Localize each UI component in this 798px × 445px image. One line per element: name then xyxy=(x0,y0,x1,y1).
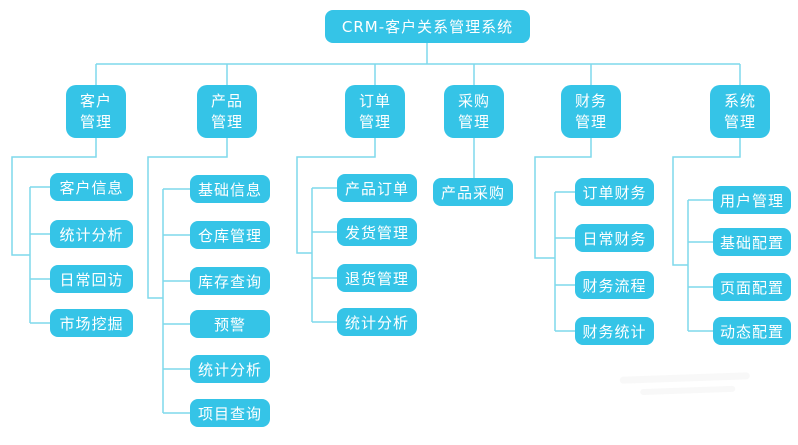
node-page-config: 页面配置 xyxy=(713,273,791,301)
node-basic-info: 基础信息 xyxy=(190,175,270,203)
node-finance-stats: 财务统计 xyxy=(575,317,654,345)
node-system-management: 系统 管理 xyxy=(710,85,770,138)
node-order-stats-analysis: 统计分析 xyxy=(337,308,417,336)
branch-label-line: 系统 xyxy=(723,91,756,110)
node-crm-root: CRM-客户关系管理系统 xyxy=(325,10,530,43)
branch-label-line: 财务 xyxy=(574,91,607,110)
branch-label-line: 管理 xyxy=(457,112,490,131)
node-product-stats-analysis: 统计分析 xyxy=(190,355,270,383)
node-daily-followup: 日常回访 xyxy=(50,265,133,293)
node-order-management: 订单 管理 xyxy=(345,85,405,138)
node-shipping-management: 发货管理 xyxy=(337,218,417,246)
node-daily-finance: 日常财务 xyxy=(575,224,654,252)
node-order-finance: 订单财务 xyxy=(575,178,654,206)
node-customer-stats-analysis: 统计分析 xyxy=(50,220,133,248)
node-customer-management: 客户 管理 xyxy=(66,85,126,138)
connector xyxy=(147,138,228,299)
connector xyxy=(11,138,97,256)
node-market-mining: 市场挖掘 xyxy=(50,309,133,337)
node-finance-management: 财务 管理 xyxy=(561,85,621,138)
node-product-purchase: 产品采购 xyxy=(433,178,513,206)
connector xyxy=(296,138,376,254)
branch-label-line: 管理 xyxy=(79,112,112,131)
node-dynamic-config: 动态配置 xyxy=(713,317,791,345)
node-warehouse-management: 仓库管理 xyxy=(190,221,270,249)
node-product-management: 产品 管理 xyxy=(197,85,257,138)
node-product-order: 产品订单 xyxy=(337,174,417,202)
connector xyxy=(534,138,592,259)
branch-label-line: 客户 xyxy=(79,91,112,110)
node-customer-info: 客户信息 xyxy=(50,173,133,201)
node-alert-warning: 预警 xyxy=(190,310,270,338)
branch-label-line: 管理 xyxy=(210,112,243,131)
branch-label-line: 采购 xyxy=(457,91,490,110)
branch-label-line: 产品 xyxy=(210,91,243,110)
branch-label-line: 管理 xyxy=(574,112,607,131)
node-finance-process: 财务流程 xyxy=(575,271,654,299)
node-user-management: 用户管理 xyxy=(713,186,791,214)
connector xyxy=(672,138,741,266)
node-purchase-management: 采购 管理 xyxy=(444,85,504,138)
branch-label-line: 管理 xyxy=(723,112,756,131)
node-inventory-query: 库存查询 xyxy=(190,267,270,295)
branch-label-line: 管理 xyxy=(358,112,391,131)
node-return-management: 退货管理 xyxy=(337,264,417,292)
node-basic-config: 基础配置 xyxy=(713,228,791,256)
branch-label-line: 订单 xyxy=(358,91,391,110)
node-project-query: 项目查询 xyxy=(190,399,270,427)
